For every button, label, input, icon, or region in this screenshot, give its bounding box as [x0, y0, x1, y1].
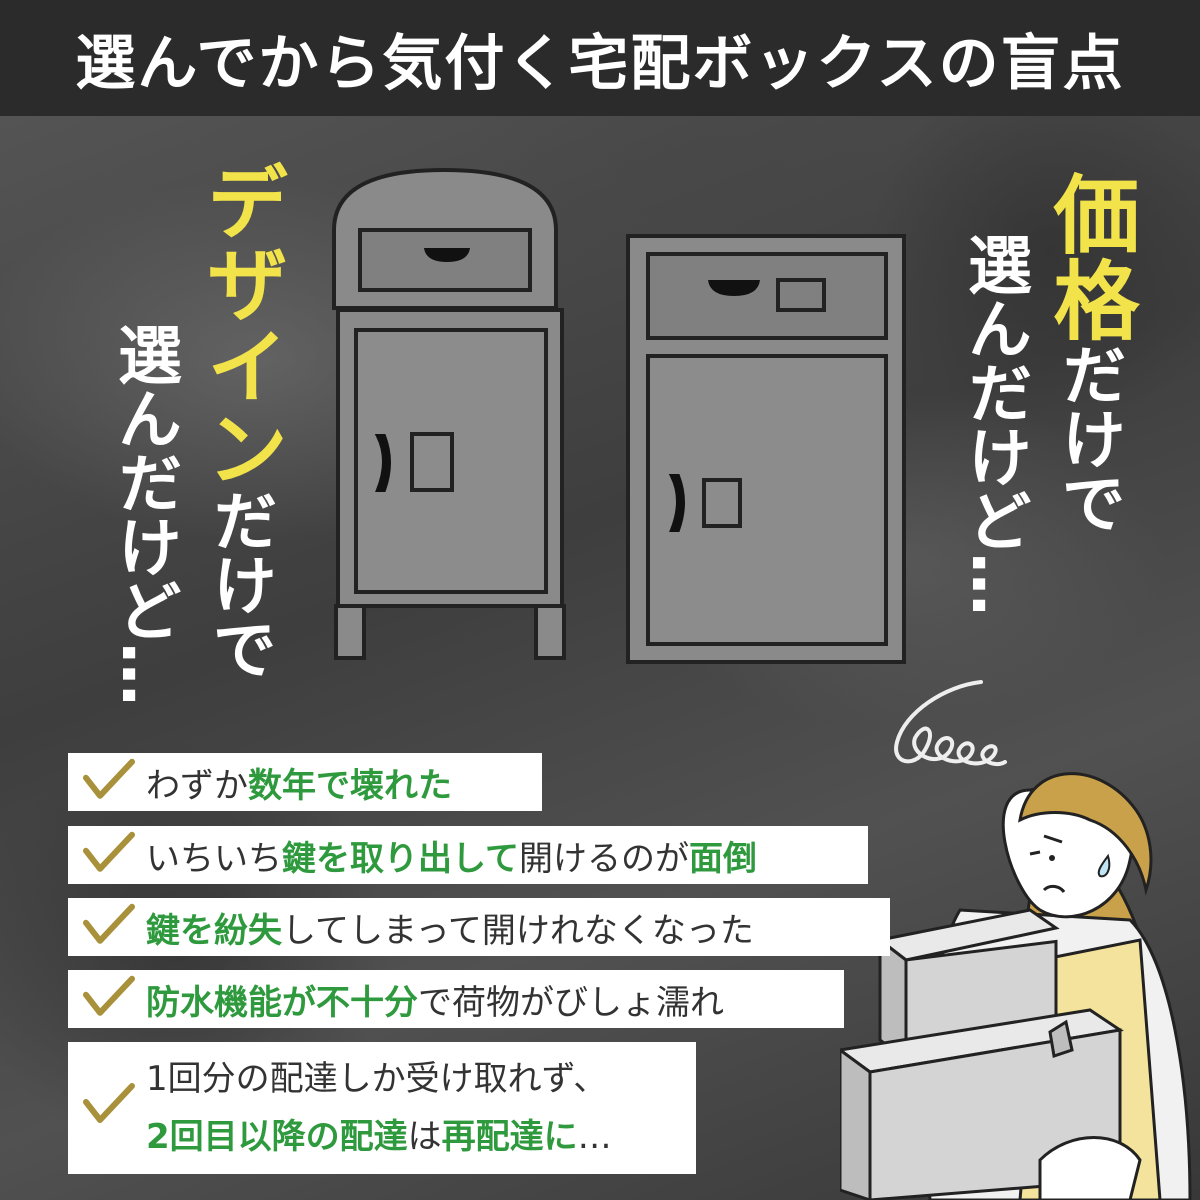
checklist-highlight: 鍵を取り出して [282, 838, 519, 879]
checklist-highlight: 2回目以降の配達 [146, 1117, 408, 1157]
checklist-text: わずか [146, 765, 248, 806]
checklist-text: … [577, 1117, 612, 1157]
checklist-text: してしまって開けれなくなった [282, 910, 754, 951]
left-caption-highlight: デザイン [192, 160, 287, 488]
sweat-drop-icon [1097, 853, 1111, 878]
checklist-item-5: 1回分の配達しか受け取れず、 2回目以降の配達は再配達に… [68, 1042, 696, 1174]
checklist-highlight: 数年で壊れた [248, 765, 452, 806]
right-caption-sub: 選んだけど… [957, 232, 1031, 616]
worried-woman-illustration [840, 772, 1192, 1200]
check-icon [83, 831, 135, 872]
left-caption-main: デザインだけで [192, 160, 287, 680]
checklist-text: は [407, 1117, 442, 1157]
page-title: 選んでから気付く宅配ボックスの盲点 [75, 28, 1125, 99]
checklist-text-line2: 2回目以降の配達は再配達に… [146, 1108, 678, 1166]
checklist-item-3: 鍵を紛失してしまって開けれなくなった [68, 898, 890, 956]
checklist-highlight: 防水機能が不十分 [146, 982, 418, 1023]
checklist-item-4: 防水機能が不十分で荷物がびしょ濡れ [68, 970, 844, 1028]
delivery-boxes-illustration [332, 167, 906, 664]
checklist-text: いちいち [146, 838, 282, 879]
right-caption-main: 価格だけで [1038, 170, 1138, 534]
dome-delivery-box [332, 167, 566, 660]
checklist-text: 開けるのが [518, 838, 689, 879]
check-icon [83, 1083, 135, 1123]
right-caption-highlight: 価格 [1038, 170, 1138, 342]
check-icon [83, 903, 135, 944]
scribble-icon [894, 680, 1007, 767]
left-caption-sub: 選んだけど… [107, 322, 181, 706]
checklist-highlight: 鍵を紛失 [146, 910, 282, 951]
cabinet-delivery-box [626, 234, 906, 664]
check-icon [83, 975, 135, 1016]
checklist-item-2: いちいち鍵を取り出して開けるのが面倒 [68, 826, 868, 884]
checklist-highlight: 面倒 [688, 838, 757, 879]
header-bar: 選んでから気付く宅配ボックスの盲点 [0, 0, 1200, 116]
hair-top [1018, 772, 1153, 896]
checklist-text-line1: 1回分の配達しか受け取れず、 [146, 1059, 608, 1099]
checklist-highlight: 再配達に [441, 1117, 578, 1157]
hand [1038, 1136, 1142, 1200]
right-caption-part1: だけで [1051, 342, 1125, 534]
left-caption-part1: だけで [202, 488, 276, 680]
checklist-text: で荷物がびしょ濡れ [418, 982, 724, 1023]
checklist-item-1: わずか数年で壊れた [68, 753, 542, 811]
check-icon [83, 758, 135, 799]
